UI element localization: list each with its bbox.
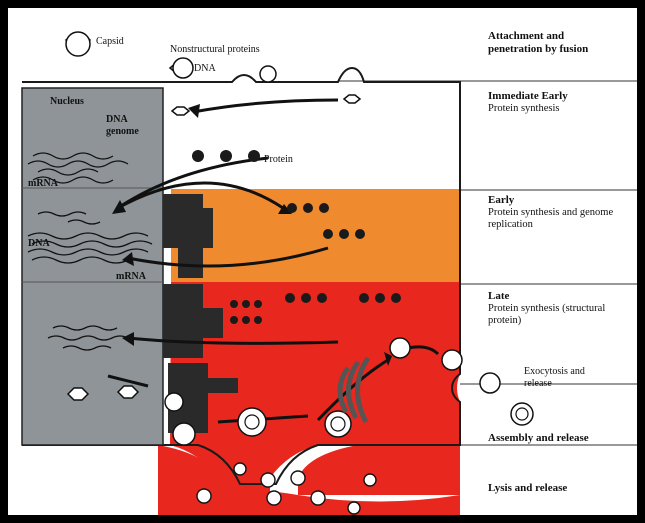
stage-early-title: Early [488, 194, 618, 207]
stage-immediate-early: Immediate Early Protein synthesis [488, 90, 618, 115]
stage-early-subtitle: Protein synthesis and genome replication [488, 207, 618, 231]
stage-assembly-title: Assembly and release [488, 432, 618, 445]
stage-late-subtitle: Protein synthesis (structural protein) [488, 303, 628, 327]
diagram-panel: Capsid Nonstructural proteins DNA Nucleu… [8, 8, 637, 515]
exocytosis-label: Exocytosis and release [524, 366, 596, 389]
early-zone [171, 189, 460, 282]
dna-genome-label: DNA genome [106, 114, 156, 137]
mrna-mid-label: mRNA [116, 271, 146, 283]
stage-assembly: Assembly and release [488, 432, 618, 445]
nonstructural-proteins-label: Nonstructural proteins [170, 44, 260, 56]
nucleus-label: Nucleus [50, 96, 84, 108]
stage-lysis-title: Lysis and release [488, 482, 618, 495]
stage-late-title: Late [488, 290, 628, 303]
stage-attachment-title: Attachment and penetration by fusion [488, 30, 618, 55]
nucleus [22, 88, 163, 445]
stage-late: Late Protein synthesis (structural prote… [488, 290, 628, 327]
stage-immediate-early-subtitle: Protein synthesis [488, 103, 618, 115]
dna-top-label: DNA [194, 63, 216, 75]
mrna-left-label: mRNA [28, 178, 58, 190]
stage-attachment: Attachment and penetration by fusion [488, 30, 618, 55]
dna-mid-label: DNA [28, 238, 50, 250]
protein-label: Protein [264, 154, 293, 166]
capsid-label: Capsid [96, 36, 124, 48]
stage-lysis: Lysis and release [488, 482, 618, 495]
entering-capsid-icon [344, 95, 360, 103]
stage-immediate-early-title: Immediate Early [488, 90, 618, 103]
stage-early: Early Protein synthesis and genome repli… [488, 194, 618, 231]
